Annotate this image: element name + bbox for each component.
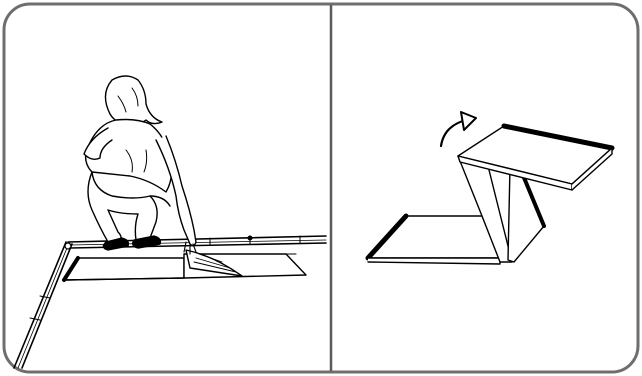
mat-left [64,258,184,280]
